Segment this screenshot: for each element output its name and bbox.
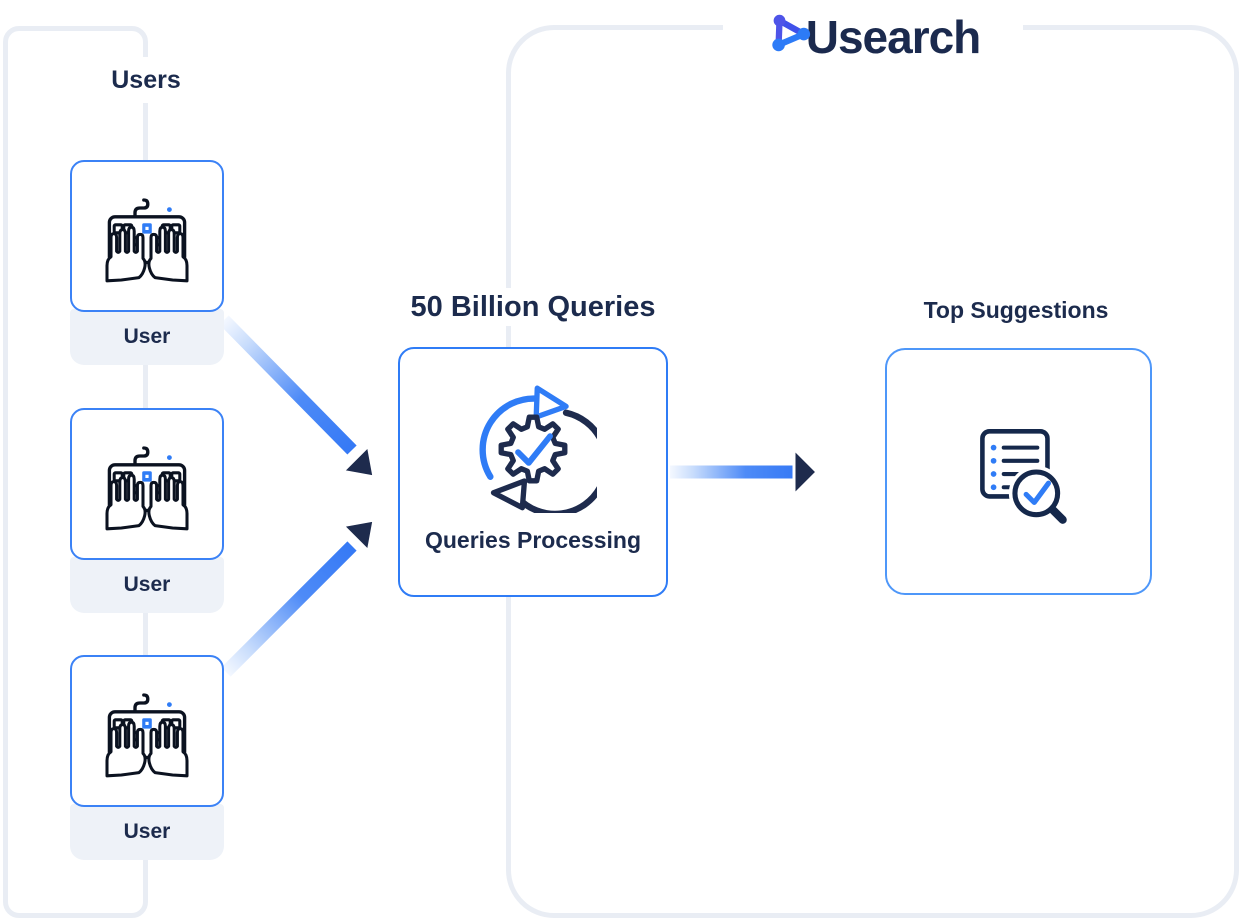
network-triangle-icon <box>772 14 810 52</box>
user-3-label: User <box>70 804 224 860</box>
typing-hands-keyboard-icon <box>99 188 195 284</box>
arrow-user1-to-processing <box>219 315 376 479</box>
user-3-icon-box <box>70 655 224 807</box>
queries-processing-box: Queries Processing <box>398 347 668 597</box>
user-card-1: User <box>70 160 224 365</box>
typing-hands-keyboard-icon <box>99 683 195 779</box>
sync-gear-checkmark-icon <box>479 385 597 513</box>
queries-processing-label: Queries Processing <box>424 527 642 553</box>
suggestions-title: Top Suggestions <box>923 296 1109 323</box>
user-1-icon-box <box>70 160 224 312</box>
user-card-3: User <box>70 655 224 860</box>
logo: Usearch <box>723 2 1023 72</box>
arrow-user3-to-processing <box>221 518 376 677</box>
suggestions-list-magnifier-icon <box>979 428 1067 524</box>
logo-text: Usearch <box>805 11 982 63</box>
user-2-label: User <box>70 557 224 613</box>
user-2-icon-box <box>70 408 224 560</box>
users-group-label: Users <box>66 57 226 103</box>
user-card-2: User <box>70 408 224 613</box>
users-group-label-text: Users <box>111 65 181 94</box>
typing-hands-keyboard-icon <box>99 436 195 532</box>
queries-title: 50 Billion Queries <box>383 288 683 326</box>
arrow-processing-to-suggestions <box>670 447 819 497</box>
user-1-label: User <box>70 309 224 365</box>
top-suggestions-box <box>885 348 1152 595</box>
